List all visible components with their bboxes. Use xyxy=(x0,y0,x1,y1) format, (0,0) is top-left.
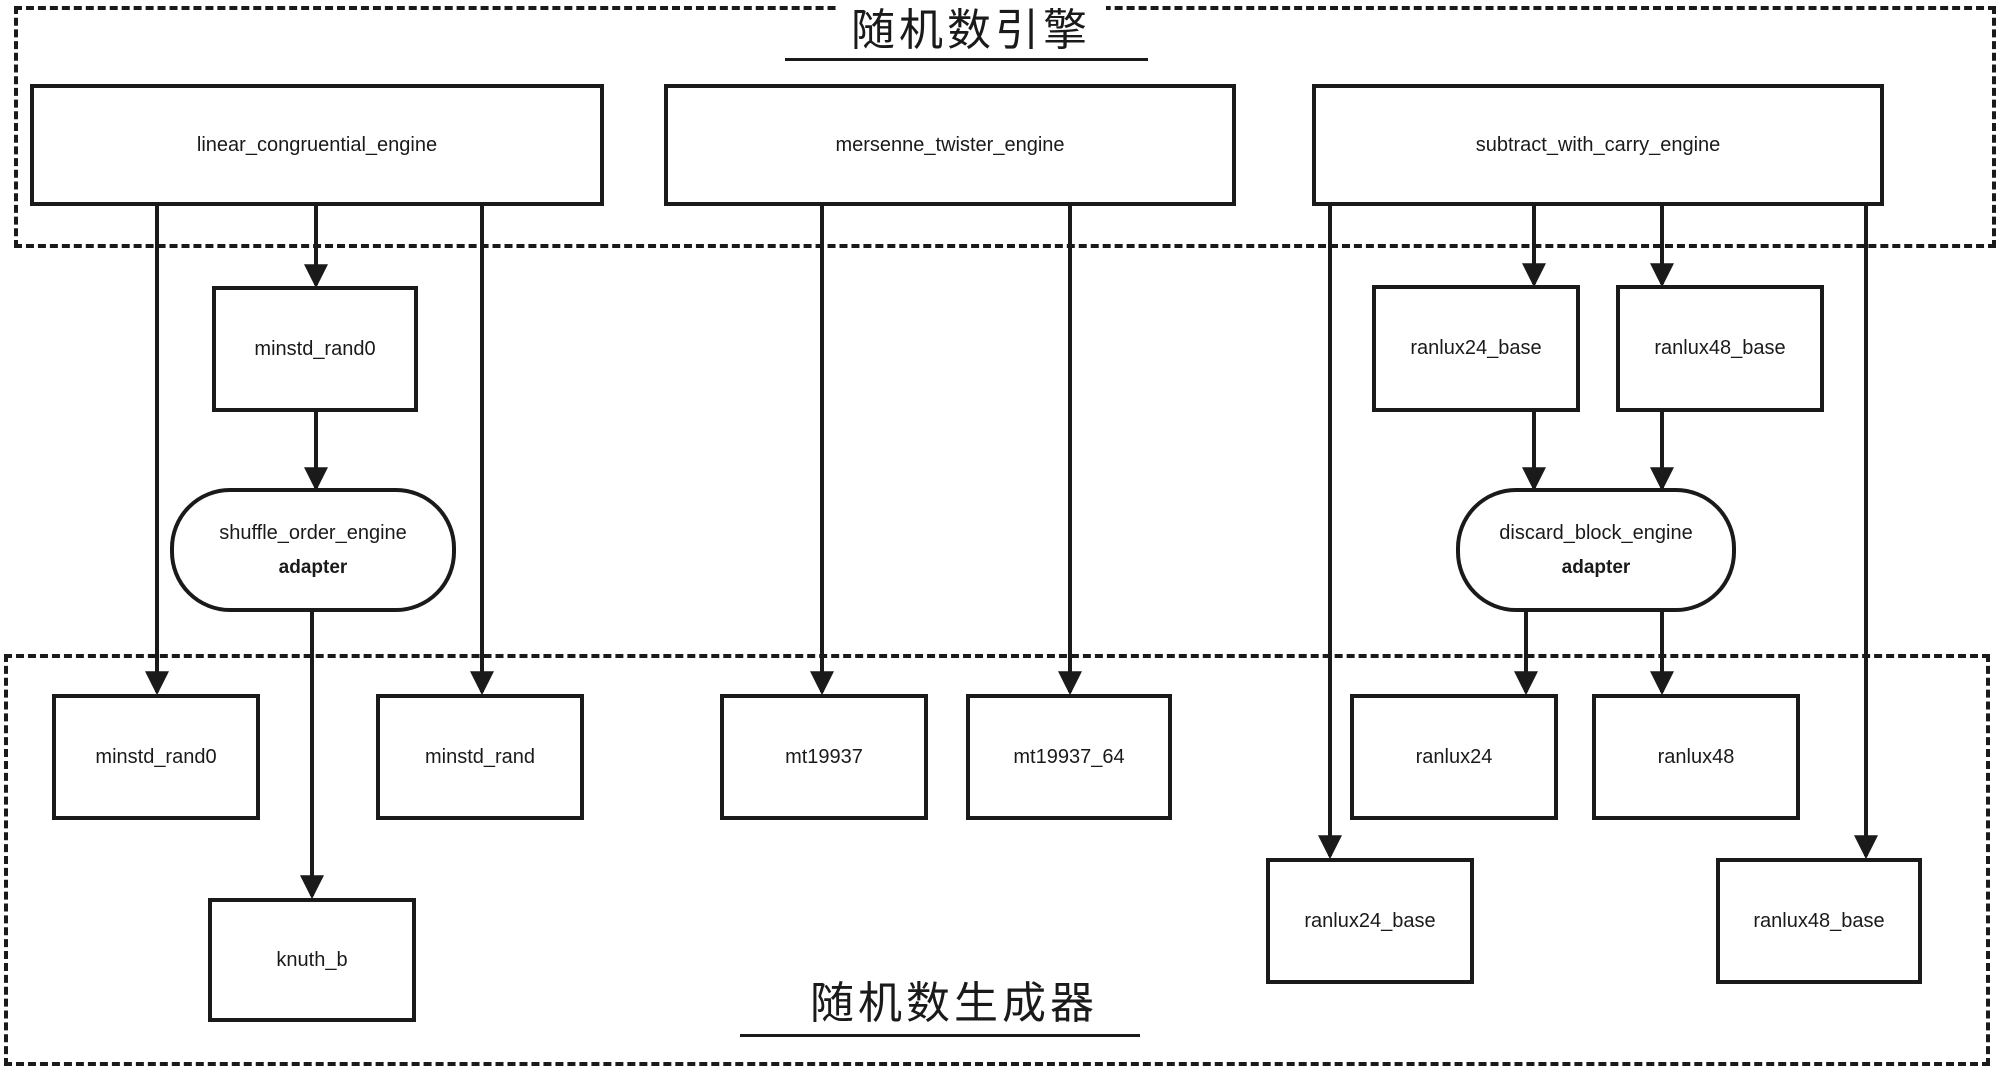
engines-region-title: 随机数引擎 xyxy=(836,6,1106,56)
ranlux48-box: ranlux48 xyxy=(1592,694,1800,820)
knuth-b-box: knuth_b xyxy=(208,898,416,1022)
generators-title-underline xyxy=(740,1034,1140,1037)
subtract-with-carry-engine-label: subtract_with_carry_engine xyxy=(1475,133,1721,156)
minstd-rand0-out-box: minstd_rand0 xyxy=(52,694,260,820)
minstd-rand0-mid-label: minstd_rand0 xyxy=(254,337,376,360)
discard-block-engine-adapter: discard_block_engine adapter xyxy=(1456,488,1736,612)
generators-region xyxy=(4,654,1990,1066)
ranlux48-base-out-label: ranlux48_base xyxy=(1753,909,1885,932)
mt19937-box: mt19937 xyxy=(720,694,928,820)
ranlux48-label: ranlux48 xyxy=(1657,745,1735,768)
ranlux48-base-out-box: ranlux48_base xyxy=(1716,858,1922,984)
minstd-rand0-out-label: minstd_rand0 xyxy=(95,745,217,768)
discard-block-engine-label: discard_block_engine xyxy=(1499,521,1693,544)
shuffle-adapter-tag: adapter xyxy=(278,556,348,578)
mersenne-twister-engine-label: mersenne_twister_engine xyxy=(835,133,1065,156)
ranlux48-base-mid-box: ranlux48_base xyxy=(1616,285,1824,412)
subtract-with-carry-engine-box: subtract_with_carry_engine xyxy=(1312,84,1884,206)
ranlux24-label: ranlux24 xyxy=(1415,745,1493,768)
ranlux24-box: ranlux24 xyxy=(1350,694,1558,820)
ranlux24-base-mid-label: ranlux24_base xyxy=(1410,337,1542,359)
ranlux24-base-out-label: ranlux24_base xyxy=(1304,909,1436,932)
linear-congruential-engine-box: linear_congruential_engine xyxy=(30,84,604,206)
knuth-b-label: knuth_b xyxy=(276,948,348,971)
ranlux24-base-out-box: ranlux24_base xyxy=(1266,858,1474,984)
mersenne-twister-engine-box: mersenne_twister_engine xyxy=(664,84,1236,206)
shuffle-order-engine-adapter: shuffle_order_engine adapter xyxy=(170,488,456,612)
ranlux24-base-mid-box: ranlux24_base xyxy=(1372,285,1580,412)
ranlux48-base-mid-label: ranlux48_base xyxy=(1654,337,1786,359)
mt19937-64-label: mt19937_64 xyxy=(1013,745,1125,768)
minstd-rand0-mid-box: minstd_rand0 xyxy=(212,286,418,412)
mt19937-64-box: mt19937_64 xyxy=(966,694,1172,820)
generators-region-title: 随机数生成器 xyxy=(790,978,1118,1030)
discard-adapter-tag: adapter xyxy=(1561,556,1631,578)
engines-title-underline xyxy=(785,58,1148,61)
minstd-rand-out-box: minstd_rand xyxy=(376,694,584,820)
mt19937-label: mt19937 xyxy=(785,745,863,768)
shuffle-order-engine-label: shuffle_order_engine xyxy=(219,521,407,544)
linear-congruential-engine-label: linear_congruential_engine xyxy=(196,133,438,156)
minstd-rand-out-label: minstd_rand xyxy=(424,745,536,768)
